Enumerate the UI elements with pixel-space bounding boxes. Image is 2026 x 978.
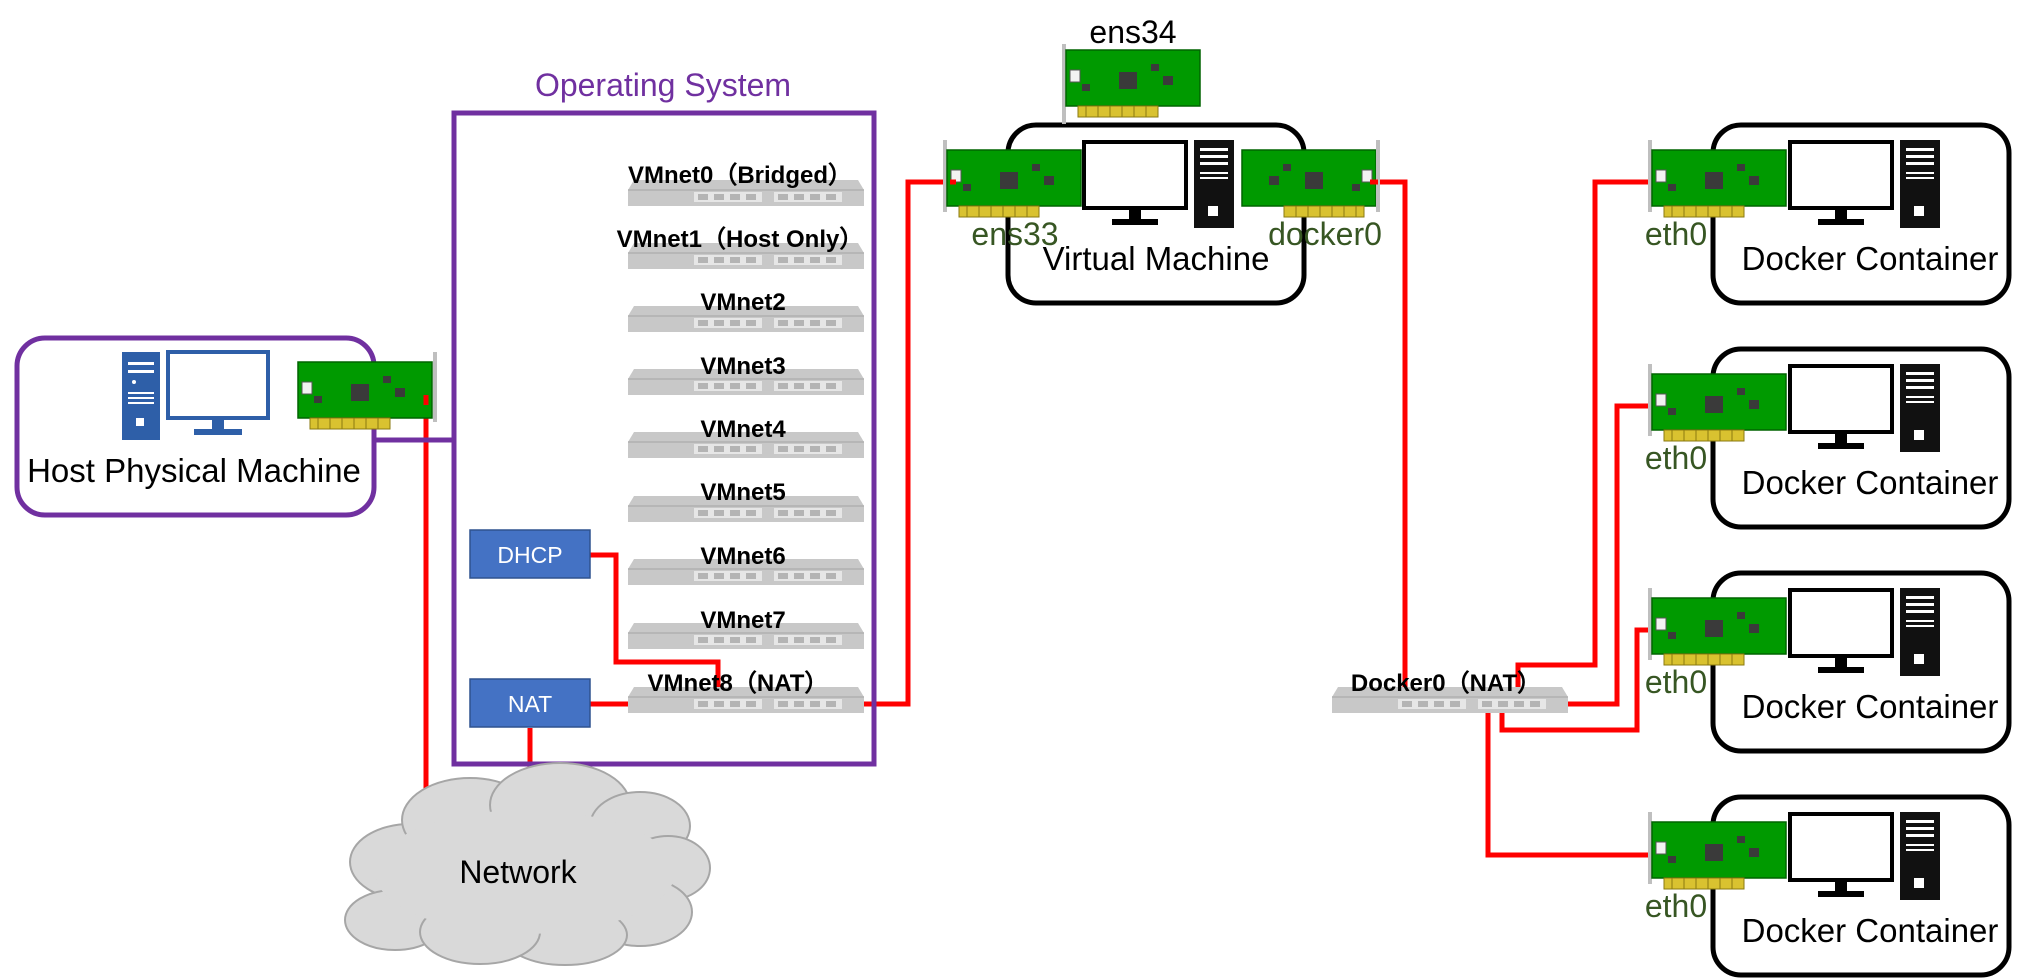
os-box: [451, 110, 877, 767]
container-nic-bracket: [1648, 364, 1652, 436]
cable-docker-switch-to-container2: [1532, 403, 1657, 707]
container-label: Docker Container: [1742, 688, 1999, 725]
network-cloud: Network: [344, 762, 711, 966]
docker0-switch-label: Docker0（NAT）: [1351, 670, 1541, 697]
cable-docker-switch-to-container4: [1485, 704, 1657, 858]
docker-container: Docker Container eth0: [1645, 570, 2012, 754]
dhcp-box: [469, 529, 591, 579]
container-label: Docker Container: [1742, 240, 1999, 277]
container-nic-label: eth0: [1645, 664, 1707, 700]
ens33-bracket: [943, 140, 947, 212]
vmnet-label: VMnet5: [700, 479, 785, 506]
container-nic-bracket: [1648, 812, 1652, 884]
vmnet-label: VMnet7: [700, 607, 785, 634]
ens33-label: ens33: [971, 216, 1058, 252]
container-label: Docker Container: [1742, 912, 1999, 949]
host-tower-icon: [122, 352, 160, 440]
host-monitor-icon: [166, 350, 270, 435]
host-label: Host Physical Machine: [27, 452, 361, 489]
host-nic-icon: [297, 361, 433, 430]
container-nic-label: eth0: [1645, 440, 1707, 476]
vmnet-label: VMnet6: [700, 543, 785, 570]
container-nic-bracket: [1648, 588, 1652, 660]
vmnet-label: VMnet1（Host Only）: [617, 226, 864, 253]
network-label: Network: [459, 854, 577, 890]
ens34-label: ens34: [1089, 14, 1176, 50]
operating-system: Operating System VMnet0（Bridged） VMnet1（…: [451, 67, 877, 767]
nat-box: [469, 678, 591, 728]
docker-container: Docker Container eth0: [1645, 122, 2012, 306]
vmnet-label: VMnet8（NAT）: [648, 670, 829, 697]
docker-container: Docker Container eth0: [1645, 794, 2012, 978]
vmnet-label: VMnet4: [700, 416, 786, 443]
os-title: Operating System: [535, 67, 791, 103]
container-nic-label: eth0: [1645, 888, 1707, 924]
cable-docker-switch-to-container3: [1499, 627, 1657, 733]
ens34-bracket: [1062, 44, 1066, 124]
virtual-machine: Virtual Machine ens34 ens33 docker0: [943, 14, 1382, 306]
cable-dhcp-to-vmnet8: [590, 552, 721, 705]
container-label: Docker Container: [1742, 464, 1999, 501]
vm-label: Virtual Machine: [1043, 240, 1270, 277]
docker-container: Docker Container eth0: [1645, 346, 2012, 530]
container-nic-bracket: [1648, 140, 1652, 212]
container-nic-label: eth0: [1645, 216, 1707, 252]
nat-label: NAT: [508, 691, 552, 717]
ens34-nic-icon: [1065, 49, 1201, 118]
host-physical-machine: Host Physical Machine: [14, 335, 437, 518]
docker0-bracket: [1376, 140, 1380, 212]
cable-vmnet8-to-ens33: [830, 179, 950, 707]
host-nic-bracket: [433, 352, 437, 422]
vmnet-label: VMnet0（Bridged）: [628, 162, 852, 189]
cable-docker-switch-to-container1: [1515, 179, 1657, 703]
docker0-label: docker0: [1268, 216, 1382, 252]
dhcp-label: DHCP: [497, 542, 562, 568]
cable-endpoints: [423, 179, 1378, 405]
vmnet-label: VMnet3: [700, 353, 785, 380]
vmnet-label: VMnet2: [700, 289, 785, 316]
cable-docker0-to-docker-switch: [1375, 179, 1408, 704]
